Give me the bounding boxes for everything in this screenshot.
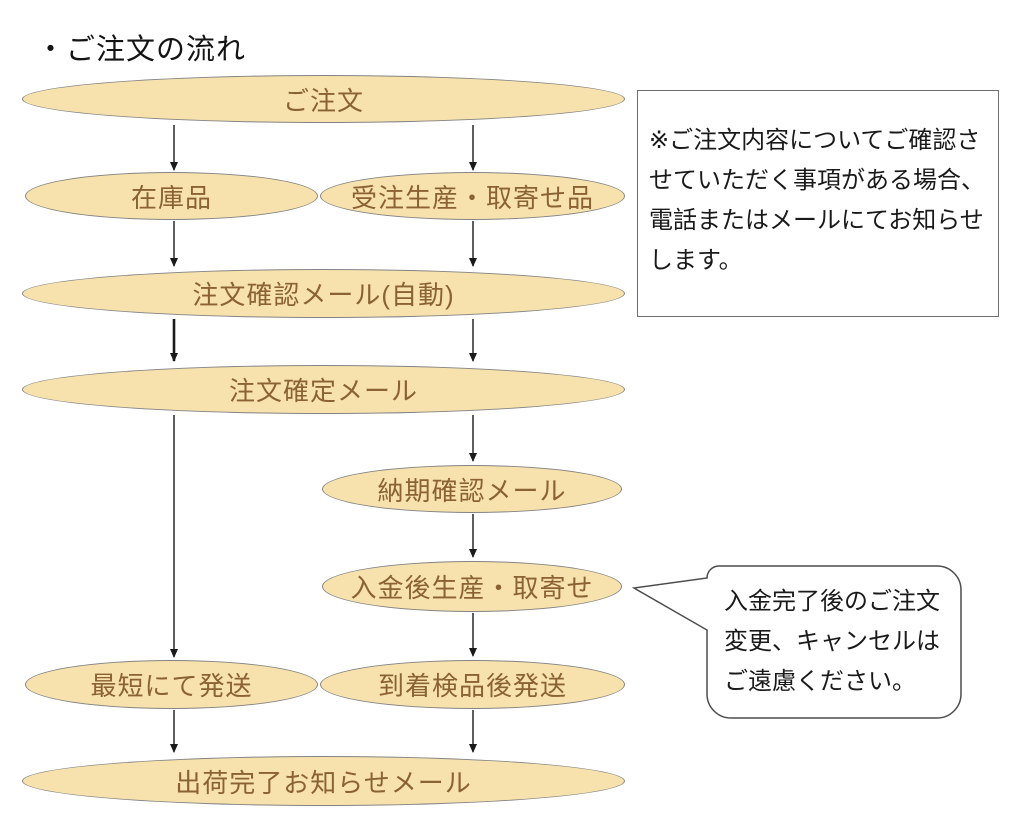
page-title: ・ご注文の流れ (36, 34, 247, 66)
note-box: ※ご注文内容についてご確認させていただく事項がある場合、電話またはメールにてお知… (637, 90, 999, 317)
flow-node-order: ご注文 (22, 75, 625, 123)
flow-node-production-after-payment: 入金後生産・取寄せ (322, 561, 622, 612)
flow-node-ship-soonest: 最短にて発送 (25, 660, 318, 709)
flow-node-stock-item: 在庫品 (25, 172, 318, 220)
flow-node-made-to-order-item: 受注生産・取寄せ品 (320, 172, 625, 220)
flow-node-ship-after-inspection: 到着検品後発送 (320, 660, 625, 709)
flow-node-shipping-complete-mail: 出荷完了お知らせメール (22, 756, 625, 806)
flow-node-delivery-date-mail: 納期確認メール (322, 465, 622, 513)
flow-node-order-fixed-mail: 注文確定メール (22, 365, 625, 414)
flow-node-order-confirmation-mail: 注文確認メール(自動) (22, 269, 625, 318)
speech-bubble-text: 入金完了後のご注文変更、キャンセルはご遠慮ください。 (724, 588, 940, 695)
